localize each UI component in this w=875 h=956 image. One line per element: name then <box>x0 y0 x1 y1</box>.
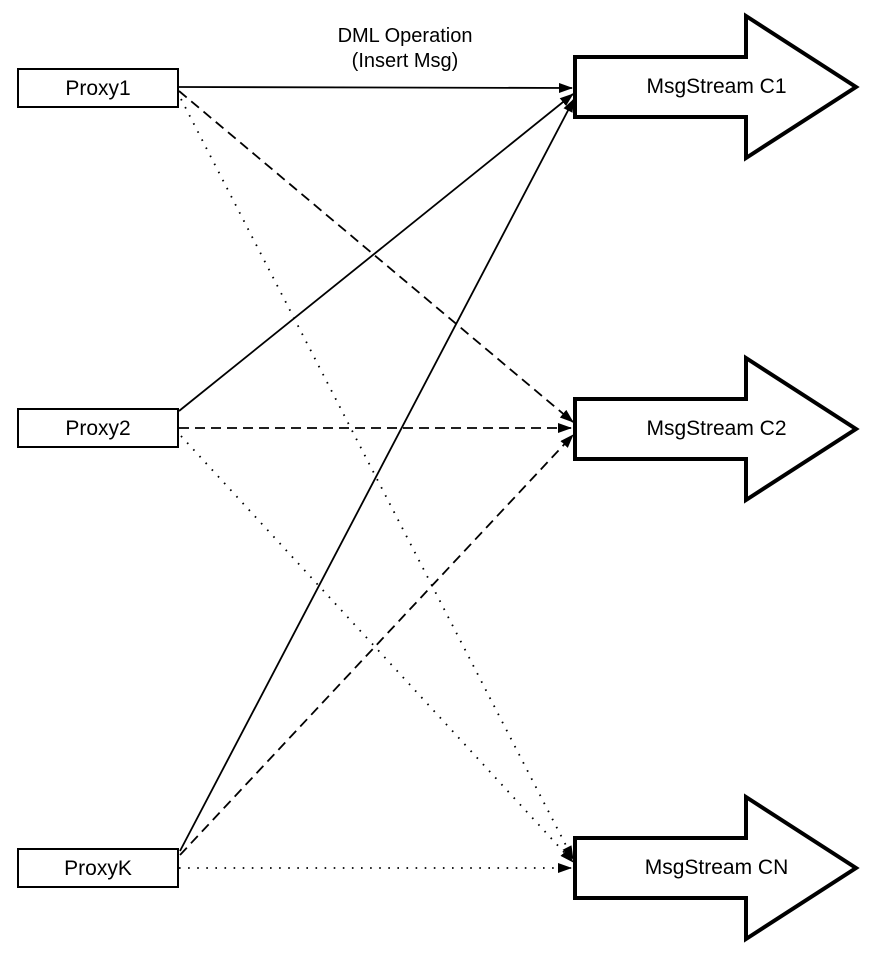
msgstream-c2-label: MsgStream C2 <box>646 417 787 440</box>
msgstream-c2-arrow-shape <box>573 354 860 504</box>
proxy2-label: Proxy2 <box>65 416 131 440</box>
edge-proxy2-msgstream-c1 <box>178 93 574 412</box>
dml-operation-annotation-line2: (Insert Msg) <box>351 50 459 72</box>
dml-operation-annotation: DML Operation (Insert Msg) <box>285 24 525 74</box>
edge-proxy1-msgstream-c1 <box>178 82 573 93</box>
proxy1-node: Proxy1 <box>17 68 179 108</box>
proxy1-label: Proxy1 <box>65 76 131 100</box>
proxyk-node: ProxyK <box>17 848 179 888</box>
edge-proxyk-msgstream-c2 <box>179 434 574 856</box>
edge-proxyk-msgstream-c1 <box>179 98 575 852</box>
msgstream-c1-arrow-shape <box>573 12 860 162</box>
msgstream-cn-arrow-shape <box>573 793 860 943</box>
edge-proxy2-msgstream-cn <box>180 435 574 863</box>
proxy2-node: Proxy2 <box>17 408 179 448</box>
edge-proxy1-msgstream-c2 <box>178 90 574 423</box>
msgstream-c1-label: MsgStream C1 <box>646 75 787 98</box>
msgstream-cn-label: MsgStream CN <box>644 856 789 879</box>
proxyk-label: ProxyK <box>64 856 132 880</box>
dml-operation-annotation-line1: DML Operation <box>337 25 473 47</box>
